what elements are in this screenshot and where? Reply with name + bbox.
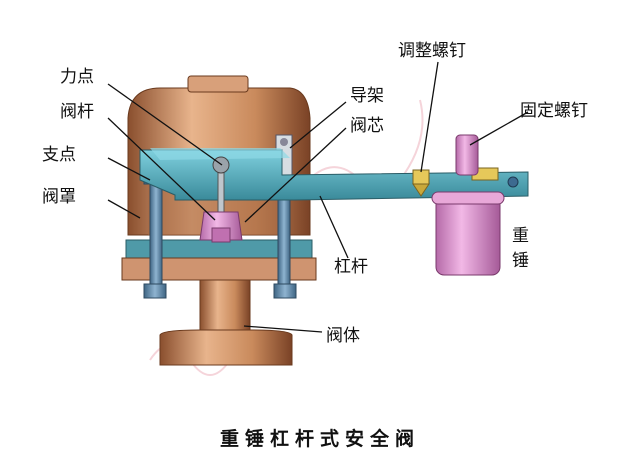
support-bolts (143, 171, 297, 299)
label-lever: 杠杆 (334, 257, 368, 277)
valve-core (199, 156, 243, 243)
label-valve-cover: 阀罩 (42, 187, 76, 207)
label-fulcrum: 支点 (42, 145, 76, 165)
label-valve-body: 阀体 (326, 326, 360, 346)
label-weight-1: 重 (512, 226, 529, 246)
lever-arm (139, 148, 529, 201)
label-valve-core: 阀芯 (350, 116, 384, 136)
label-force-point: 力点 (60, 67, 94, 87)
leader-lines (107, 61, 529, 333)
valve-base (121, 239, 317, 366)
figure-caption: 重锤杠杆式安全阀 (219, 428, 420, 450)
label-weight-2: 锤 (512, 251, 529, 271)
label-guide-frame: 导架 (350, 86, 384, 106)
label-adjusting-screw: 调整螺钉 (398, 41, 466, 61)
counterweight (431, 134, 505, 276)
label-valve-stem: 阀杆 (60, 102, 94, 122)
label-fixed-screw: 固定螺钉 (520, 101, 588, 121)
